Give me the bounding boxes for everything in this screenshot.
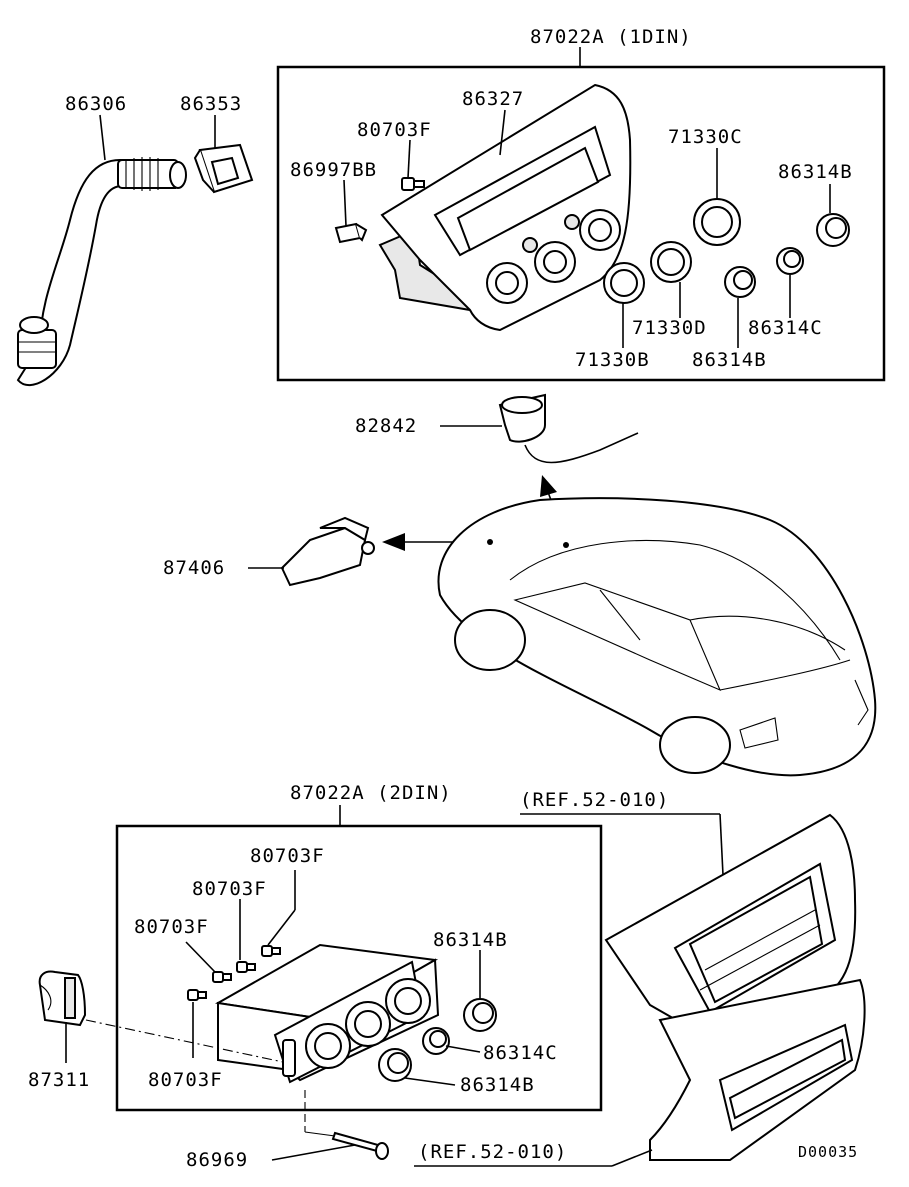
knob-86314B-top (816, 213, 850, 247)
control-unit-2din (214, 943, 440, 1084)
label-71330B: 71330B (575, 349, 650, 371)
knob-86314B-b1 (463, 998, 497, 1032)
label-82842: 82842 (355, 415, 417, 437)
knob-86314C-top (776, 247, 804, 275)
sensor-82842 (498, 393, 639, 464)
ref-label-bottom: (REF.52-010) (418, 1141, 567, 1163)
label-71330D: 71330D (632, 317, 707, 339)
dial-71330B (603, 262, 645, 304)
dashboard-panel-ref (604, 813, 866, 1161)
group-title-2din: 87022A (2DIN) (290, 782, 452, 804)
screw-80703F-a (261, 945, 281, 957)
dial-71330C (693, 198, 741, 246)
duct-86306 (16, 157, 187, 386)
label-80703F-b: 80703F (192, 878, 267, 900)
sensor-87406 (280, 516, 375, 587)
label-86314B-mid: 86314B (692, 349, 767, 371)
label-86314C-b: 86314C (483, 1042, 558, 1064)
label-86314B-b1: 86314B (433, 929, 508, 951)
screw-80703F-d (187, 989, 207, 1001)
label-86314C-top: 86314C (748, 317, 823, 339)
screw-80703F-b (236, 961, 256, 973)
car-outline (437, 497, 877, 777)
dial-71330D (650, 241, 692, 283)
screw-80703F-top (401, 177, 425, 191)
label-80703F-c: 80703F (134, 916, 209, 938)
group-box-1din (276, 65, 886, 382)
label-86997BB: 86997BB (290, 159, 377, 181)
label-71330C: 71330C (668, 126, 743, 148)
knob-86314C-b (422, 1027, 450, 1055)
screw-86969 (331, 1131, 389, 1160)
label-87311: 87311 (28, 1069, 90, 1091)
label-87406: 87406 (163, 557, 225, 579)
group-title-1din: 87022A (1DIN) (530, 26, 692, 48)
diagram-code: D00035 (798, 1143, 858, 1161)
label-86969: 86969 (186, 1149, 248, 1171)
ref-label-top: (REF.52-010) (520, 789, 669, 811)
screw-80703F-c (212, 971, 232, 983)
label-80703F-top: 80703F (357, 119, 432, 141)
knob-86314B-b2 (378, 1048, 412, 1082)
clip-86997BB (334, 222, 368, 244)
group-box-2din (115, 824, 603, 1112)
label-80703F-d: 80703F (148, 1069, 223, 1091)
label-80703F-a: 80703F (250, 845, 325, 867)
label-86353: 86353 (180, 93, 242, 115)
control-panel-86327 (378, 83, 632, 332)
label-86327: 86327 (462, 88, 524, 110)
label-86306: 86306 (65, 93, 127, 115)
clip-86353 (193, 143, 254, 194)
label-86314B-top: 86314B (778, 161, 853, 183)
knob-86314B-mid (724, 266, 756, 298)
connector-87311 (38, 970, 87, 1027)
label-86314B-b2: 86314B (460, 1074, 535, 1096)
